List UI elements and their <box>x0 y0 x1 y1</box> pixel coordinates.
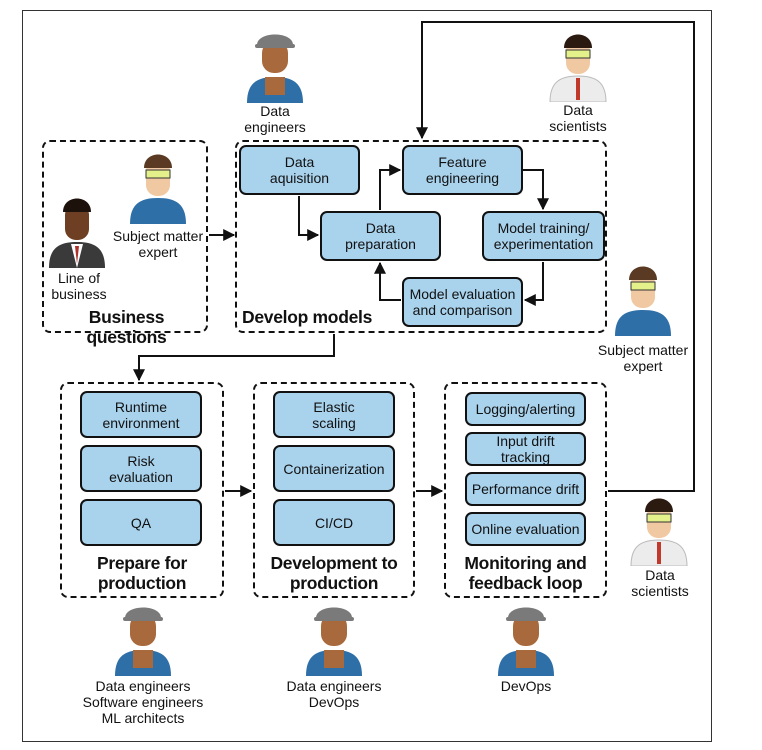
ci-cd-box: CI/CD <box>273 499 395 546</box>
data-acquisition-box: Data aquisition <box>239 145 360 195</box>
bottom-right-roles-label: DevOps <box>500 678 552 694</box>
model-evaluation-box: Model evaluation and comparison <box>402 277 523 327</box>
preparation-to-feature-arrow <box>379 164 402 210</box>
bottom-left-roles-label: Data engineers Software engineers ML arc… <box>82 678 204 726</box>
model-training-box: Model training/ experimentation <box>482 211 605 261</box>
subject-matter-expert-icon <box>615 266 671 336</box>
feature-to-training-arrow <box>523 169 549 211</box>
business-questions-title: Business questions <box>86 307 167 347</box>
input-drift-box: Input drift tracking <box>465 432 586 466</box>
containerization-box: Containerization <box>273 445 395 492</box>
feature-engineering-box: Feature engineering <box>402 145 523 195</box>
performance-drift-box: Performance drift <box>465 472 586 506</box>
deploy-production-title: Development to production <box>270 553 398 593</box>
qa-box: QA <box>80 499 202 546</box>
business-person-icon <box>49 198 105 268</box>
logging-alerting-box: Logging/alerting <box>465 392 586 426</box>
runtime-environment-box: Runtime environment <box>80 391 202 438</box>
prepare-production-group <box>60 382 224 598</box>
data-scientist-icon <box>549 34 607 102</box>
subject-matter-expert-icon <box>130 154 186 224</box>
figure-frame <box>22 10 712 742</box>
data-scientists-top-label: Data scientists <box>549 102 607 134</box>
acquisition-to-preparation-arrow <box>298 196 320 241</box>
prepare-production-title: Prepare for production <box>96 553 188 593</box>
data-preparation-box: Data preparation <box>320 211 441 261</box>
elastic-scaling-box: Elastic scaling <box>273 391 395 438</box>
engineer-icon <box>247 34 303 103</box>
data-scientists-right-label: Data scientists <box>631 567 689 599</box>
engineer-icon <box>115 607 171 676</box>
deploy-production-group <box>253 382 415 598</box>
evaluation-to-preparation-arrow <box>374 261 401 301</box>
sme-right-label: Subject matter expert <box>597 342 689 374</box>
training-to-evaluation-arrow <box>523 262 544 306</box>
line-of-business-label: Line of business <box>51 270 107 302</box>
data-scientist-icon <box>630 498 688 566</box>
business-questions-group <box>42 140 208 333</box>
develop-to-prepare-arrow <box>133 334 335 382</box>
online-evaluation-box: Online evaluation <box>465 512 586 546</box>
data-engineers-top-label: Data engineers <box>244 103 306 135</box>
monitoring-group <box>444 382 607 598</box>
develop-models-group <box>235 140 607 333</box>
feedback-loop-arrow <box>416 21 695 492</box>
engineer-icon <box>306 607 362 676</box>
bottom-middle-roles-label: Data engineers DevOps <box>286 678 382 710</box>
sme-left-label: Subject matter expert <box>112 228 204 260</box>
develop-models-title: Develop models <box>242 307 373 327</box>
risk-evaluation-box: Risk evaluation <box>80 445 202 492</box>
engineer-icon <box>498 607 554 676</box>
monitoring-title: Monitoring and feedback loop <box>464 553 587 593</box>
